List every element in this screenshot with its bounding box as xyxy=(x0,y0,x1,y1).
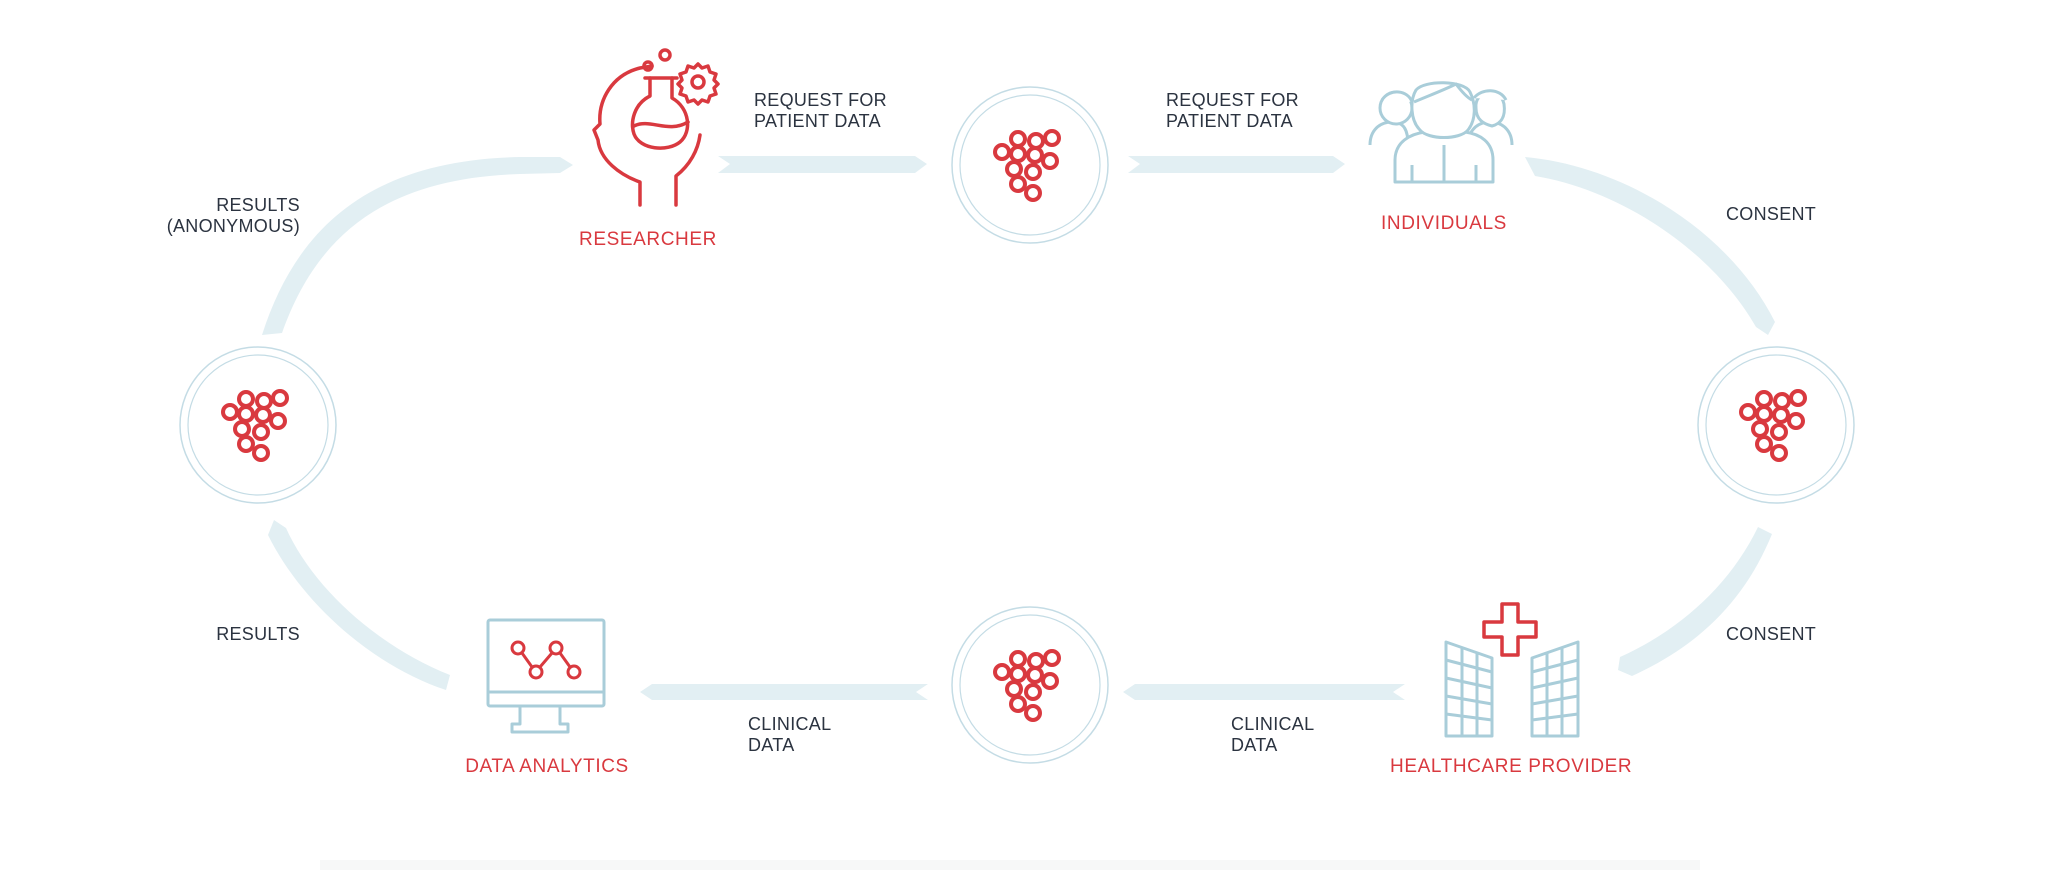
label-line: (ANONYMOUS) xyxy=(166,216,300,236)
arrow-hub-top-to-individuals xyxy=(1128,156,1345,173)
label-clinical-data-left: CLINICAL DATA xyxy=(748,714,831,756)
researcher-label: RESEARCHER xyxy=(579,229,717,250)
data-analytics-label: DATA ANALYTICS xyxy=(465,756,629,777)
label-clinical-data-right: CLINICAL DATA xyxy=(1231,714,1314,756)
people-group-icon xyxy=(1368,81,1514,184)
label-line: DATA xyxy=(1231,735,1278,755)
arrow-researcher-to-hub-top xyxy=(718,156,927,173)
label-request-hub-to-individuals: REQUEST FOR PATIENT DATA xyxy=(1166,90,1299,132)
label-results-anonymous: RESULTS (ANONYMOUS) xyxy=(150,195,300,237)
monitor-chart-icon xyxy=(486,618,606,734)
label-line: DATA xyxy=(748,735,795,755)
individuals-label: INDIVIDUALS xyxy=(1381,213,1507,234)
healthcare-provider-label: HEALTHCARE PROVIDER xyxy=(1390,756,1633,777)
arrow-healthcare-to-hub-bottom xyxy=(1123,684,1405,700)
label-results: RESULTS xyxy=(216,624,300,644)
hub-left xyxy=(179,346,337,504)
label-consent-bottom: CONSENT xyxy=(1726,624,1817,644)
label-line: CLINICAL xyxy=(1231,714,1315,734)
hub-top xyxy=(951,86,1109,244)
arrow-hub-right-to-healthcare xyxy=(1618,527,1772,676)
label-line: PATIENT DATA xyxy=(754,111,881,131)
arrow-analytics-to-hub-left xyxy=(268,520,450,690)
bottom-shadow-band xyxy=(320,860,1700,870)
hub-bottom xyxy=(951,606,1109,764)
label-line: PATIENT DATA xyxy=(1166,111,1293,131)
label-line: CLINICAL xyxy=(748,714,832,734)
arrow-hub-bottom-to-analytics xyxy=(640,684,928,700)
label-consent-top: CONSENT xyxy=(1726,204,1817,224)
label-line: REQUEST FOR xyxy=(1166,90,1299,110)
hospital-cross-icon xyxy=(1444,602,1580,738)
label-request-researcher-to-hub: REQUEST FOR PATIENT DATA xyxy=(754,90,887,132)
arrow-individuals-to-hub-right xyxy=(1525,157,1775,335)
arrow-results-anonymous-to-researcher xyxy=(262,157,573,335)
label-line: RESULTS xyxy=(216,195,300,215)
researcher-flask-gear-icon xyxy=(592,48,720,207)
label-line: REQUEST FOR xyxy=(754,90,887,110)
hub-right xyxy=(1697,346,1855,504)
